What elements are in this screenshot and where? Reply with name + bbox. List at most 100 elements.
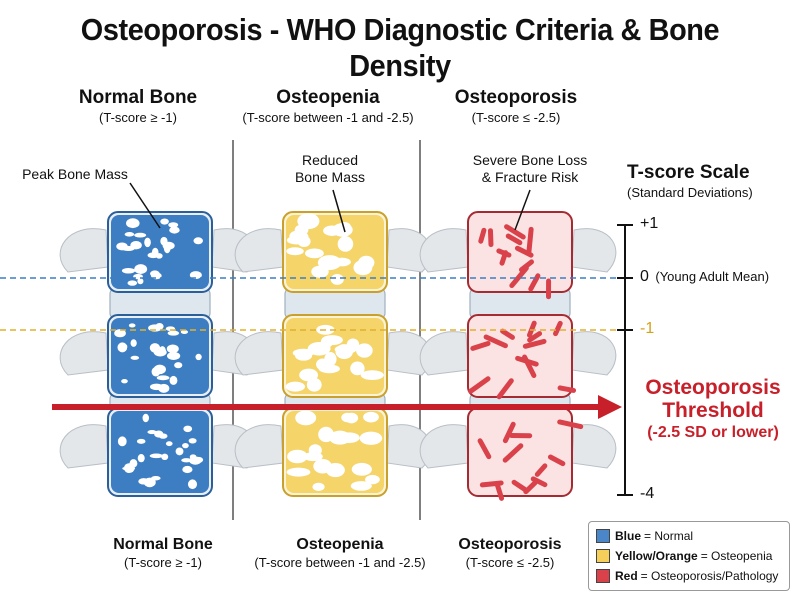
threshold-line-3: (-2.5 SD or lower) [647,424,779,441]
tick-label-minus-one: -1 [640,320,655,337]
callout-line [129,182,161,229]
pore [128,323,136,328]
pore [306,377,322,392]
pore [175,447,184,456]
pore [153,348,167,357]
pore [351,462,372,476]
pore [181,458,192,463]
trabecula [496,248,512,258]
swatch [596,549,610,563]
color-legend: Blue = Normal Yellow/Orange = Osteopenia… [588,521,790,591]
pore [121,267,136,274]
scale-subtitle: (Standard Deviations) [627,185,753,200]
pore [136,438,146,444]
pore [285,381,306,392]
pore [134,264,148,274]
legend-item-yellow: Yellow/Orange = Osteopenia [596,546,789,566]
pore [167,330,180,336]
pore [188,438,197,444]
pore [312,482,325,491]
pore [149,453,163,459]
vertebral-process [59,424,109,469]
subheading-text: (T-score between -1 and -2.5) [242,110,414,125]
pore [123,463,135,474]
footer-normal: Normal Bone (T-score ≥ -1) [48,536,278,570]
pore [158,433,168,439]
vertebral-process [419,228,469,273]
tick-label-plus-one: +1 [640,215,659,232]
callout-line [514,189,531,231]
legend-key: Blue [615,529,642,543]
trabecula [496,378,514,400]
vertebral-process [59,331,109,376]
pore [137,278,144,285]
vertebral-process [419,424,469,469]
legend-key: Yellow/Orange [615,549,698,563]
legend-item-blue: Blue = Normal [596,526,789,546]
trabecula [526,226,534,255]
pore [187,479,198,490]
pore [126,218,140,229]
trabecula [526,320,537,338]
pore [297,235,311,247]
pore [134,232,147,238]
vertebral-process [419,331,469,376]
trabecula [494,481,505,501]
pore [165,441,173,447]
trabecula [502,443,524,463]
pore [350,481,372,491]
callout-line [332,189,346,233]
callout-severe-bone-loss: Severe Bone Loss & Fracture Risk [460,152,600,186]
trabecula [530,476,548,488]
tick-note: (Young Adult Mean) [655,269,770,284]
heading-text: Osteopenia [296,536,384,553]
tick-label-zero: 0 (Young Adult Mean) [640,268,769,286]
tick-label-minus-four: -4 [640,485,655,502]
pore [144,237,151,248]
vertebral-process [571,424,617,469]
pore [121,378,128,384]
pore [127,280,138,286]
pore [182,443,189,449]
legend-desc: = Normal [644,529,694,543]
pore [182,465,193,474]
pore [158,383,170,393]
subheading-text: (T-score ≥ -1) [99,110,177,125]
pore [174,362,183,369]
pore [153,364,166,375]
pore [183,425,193,433]
pore [329,430,351,445]
trabecula [468,376,491,394]
trabecula [534,463,548,477]
legend-key: Red [615,569,638,583]
footer-osteopenia: Osteopenia (T-score between -1 and -2.5) [225,536,455,570]
pore [365,474,380,485]
pore [130,339,137,347]
trabecula [477,438,492,460]
heading-text: Normal Bone [113,536,213,553]
subheading-text: (T-score ≥ -1) [124,555,202,570]
trabecula [522,338,547,349]
subheading-text: (T-score ≤ -2.5) [465,555,555,570]
scale-title: T-score Scale [627,162,750,183]
vertebral-process [234,228,284,273]
pore [311,265,329,278]
pore [180,330,189,335]
subheading-text: (T-score between -1 and -2.5) [254,555,426,570]
pore [137,454,145,463]
pore [169,375,178,385]
trabecula [504,224,526,240]
pore [117,436,127,447]
trabecula [500,328,515,340]
pore [194,456,204,463]
pore [143,477,156,488]
pore [330,274,344,285]
threshold-label: Osteoporosis Threshold (-2.5 SD or lower… [628,376,798,444]
legend-desc: = Osteopenia [700,549,773,563]
pore [332,223,353,237]
trabecula [523,480,538,495]
pore [295,410,317,426]
trabecula [511,479,527,492]
pore [193,237,203,245]
